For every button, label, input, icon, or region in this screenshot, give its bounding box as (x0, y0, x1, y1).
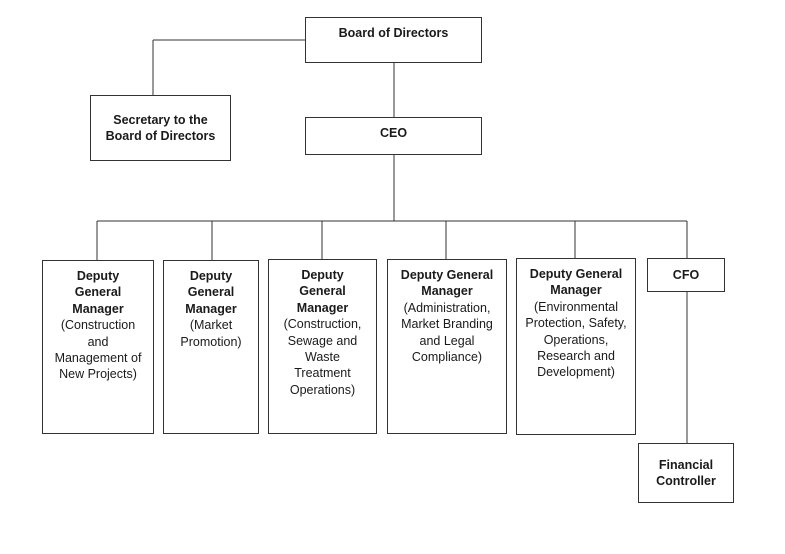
dgm-market-promotion-box: Deputy General Manager (Market Promotion… (163, 260, 259, 434)
ceo-box: CEO (305, 117, 482, 155)
dgm-environmental-box: Deputy General Manager (Environmental Pr… (516, 258, 636, 435)
dgm4-title: Deputy General Manager (400, 268, 494, 299)
dgm2-title: Deputy General Manager (185, 269, 237, 316)
financial-controller-box: Financial Controller (638, 443, 734, 503)
dgm1-area: (Construction and Management of New Proj… (54, 318, 142, 382)
secretary-box: Secretary to the Board of Directors (90, 95, 231, 161)
dgm2-area: (Market Promotion) (180, 318, 242, 349)
cfo-title: CFO (672, 267, 700, 282)
dgm-construction-new-projects-box: Deputy General Manager (Construction and… (42, 260, 154, 434)
ceo-title: CEO (379, 126, 408, 140)
dgm3-area: (Construction, Sewage and Waste Treatmen… (283, 317, 362, 397)
dgm5-area: (Environmental Protection, Safety, Opera… (525, 299, 627, 380)
board-of-directors-box: Board of Directors (305, 17, 482, 63)
dgm-administration-box: Deputy General Manager (Administration, … (387, 259, 507, 434)
financial-controller-title: Financial Controller (656, 457, 716, 488)
dgm3-title: Deputy General Manager (296, 268, 349, 315)
cfo-box: CFO (647, 258, 725, 292)
dgm1-title: Deputy General Manager (72, 269, 124, 316)
board-title: Board of Directors (338, 26, 449, 40)
secretary-title: Secretary to the Board of Directors (105, 112, 216, 143)
dgm-sewage-waste-box: Deputy General Manager (Construction, Se… (268, 259, 377, 434)
dgm4-area: (Administration, Market Branding and Leg… (401, 300, 493, 365)
dgm5-title: Deputy General Manager (529, 267, 623, 298)
